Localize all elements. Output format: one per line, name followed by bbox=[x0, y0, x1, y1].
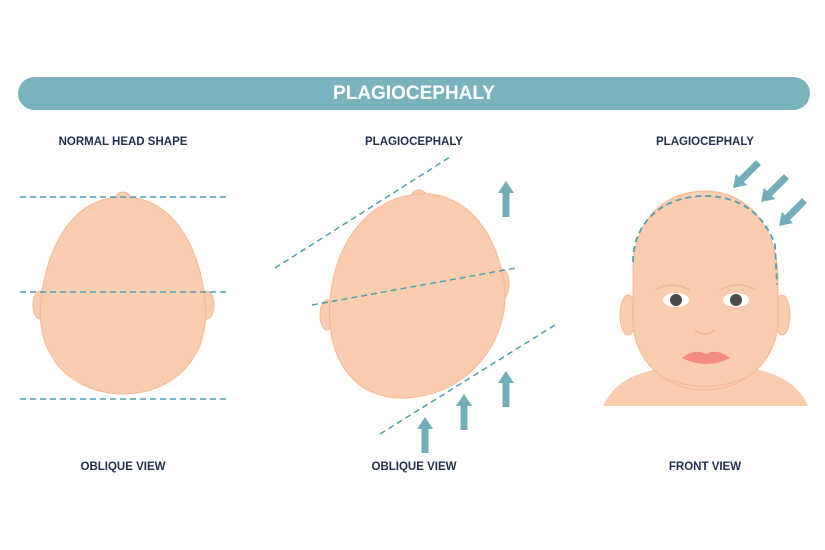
guide-lines-plagiocephaly bbox=[274, 156, 556, 435]
normal-head bbox=[32, 191, 215, 395]
panel-3-heading: PLAGIOCEPHALY bbox=[656, 136, 754, 148]
panel-2-heading: PLAGIOCEPHALY bbox=[365, 136, 463, 148]
baby-front-view bbox=[603, 190, 808, 406]
panel-3-caption: FRONT VIEW bbox=[668, 461, 742, 473]
plagiocephaly-head bbox=[319, 189, 510, 399]
panel-1-caption: OBLIQUE VIEW bbox=[80, 461, 166, 473]
title-banner: PLAGIOCEPHALY bbox=[18, 77, 810, 110]
panel-1-heading: NORMAL HEAD SHAPE bbox=[58, 136, 188, 148]
guide-lines-normal bbox=[20, 196, 228, 400]
panel-2-caption: OBLIQUE VIEW bbox=[371, 461, 457, 473]
ideal-skull-outline bbox=[632, 195, 778, 286]
